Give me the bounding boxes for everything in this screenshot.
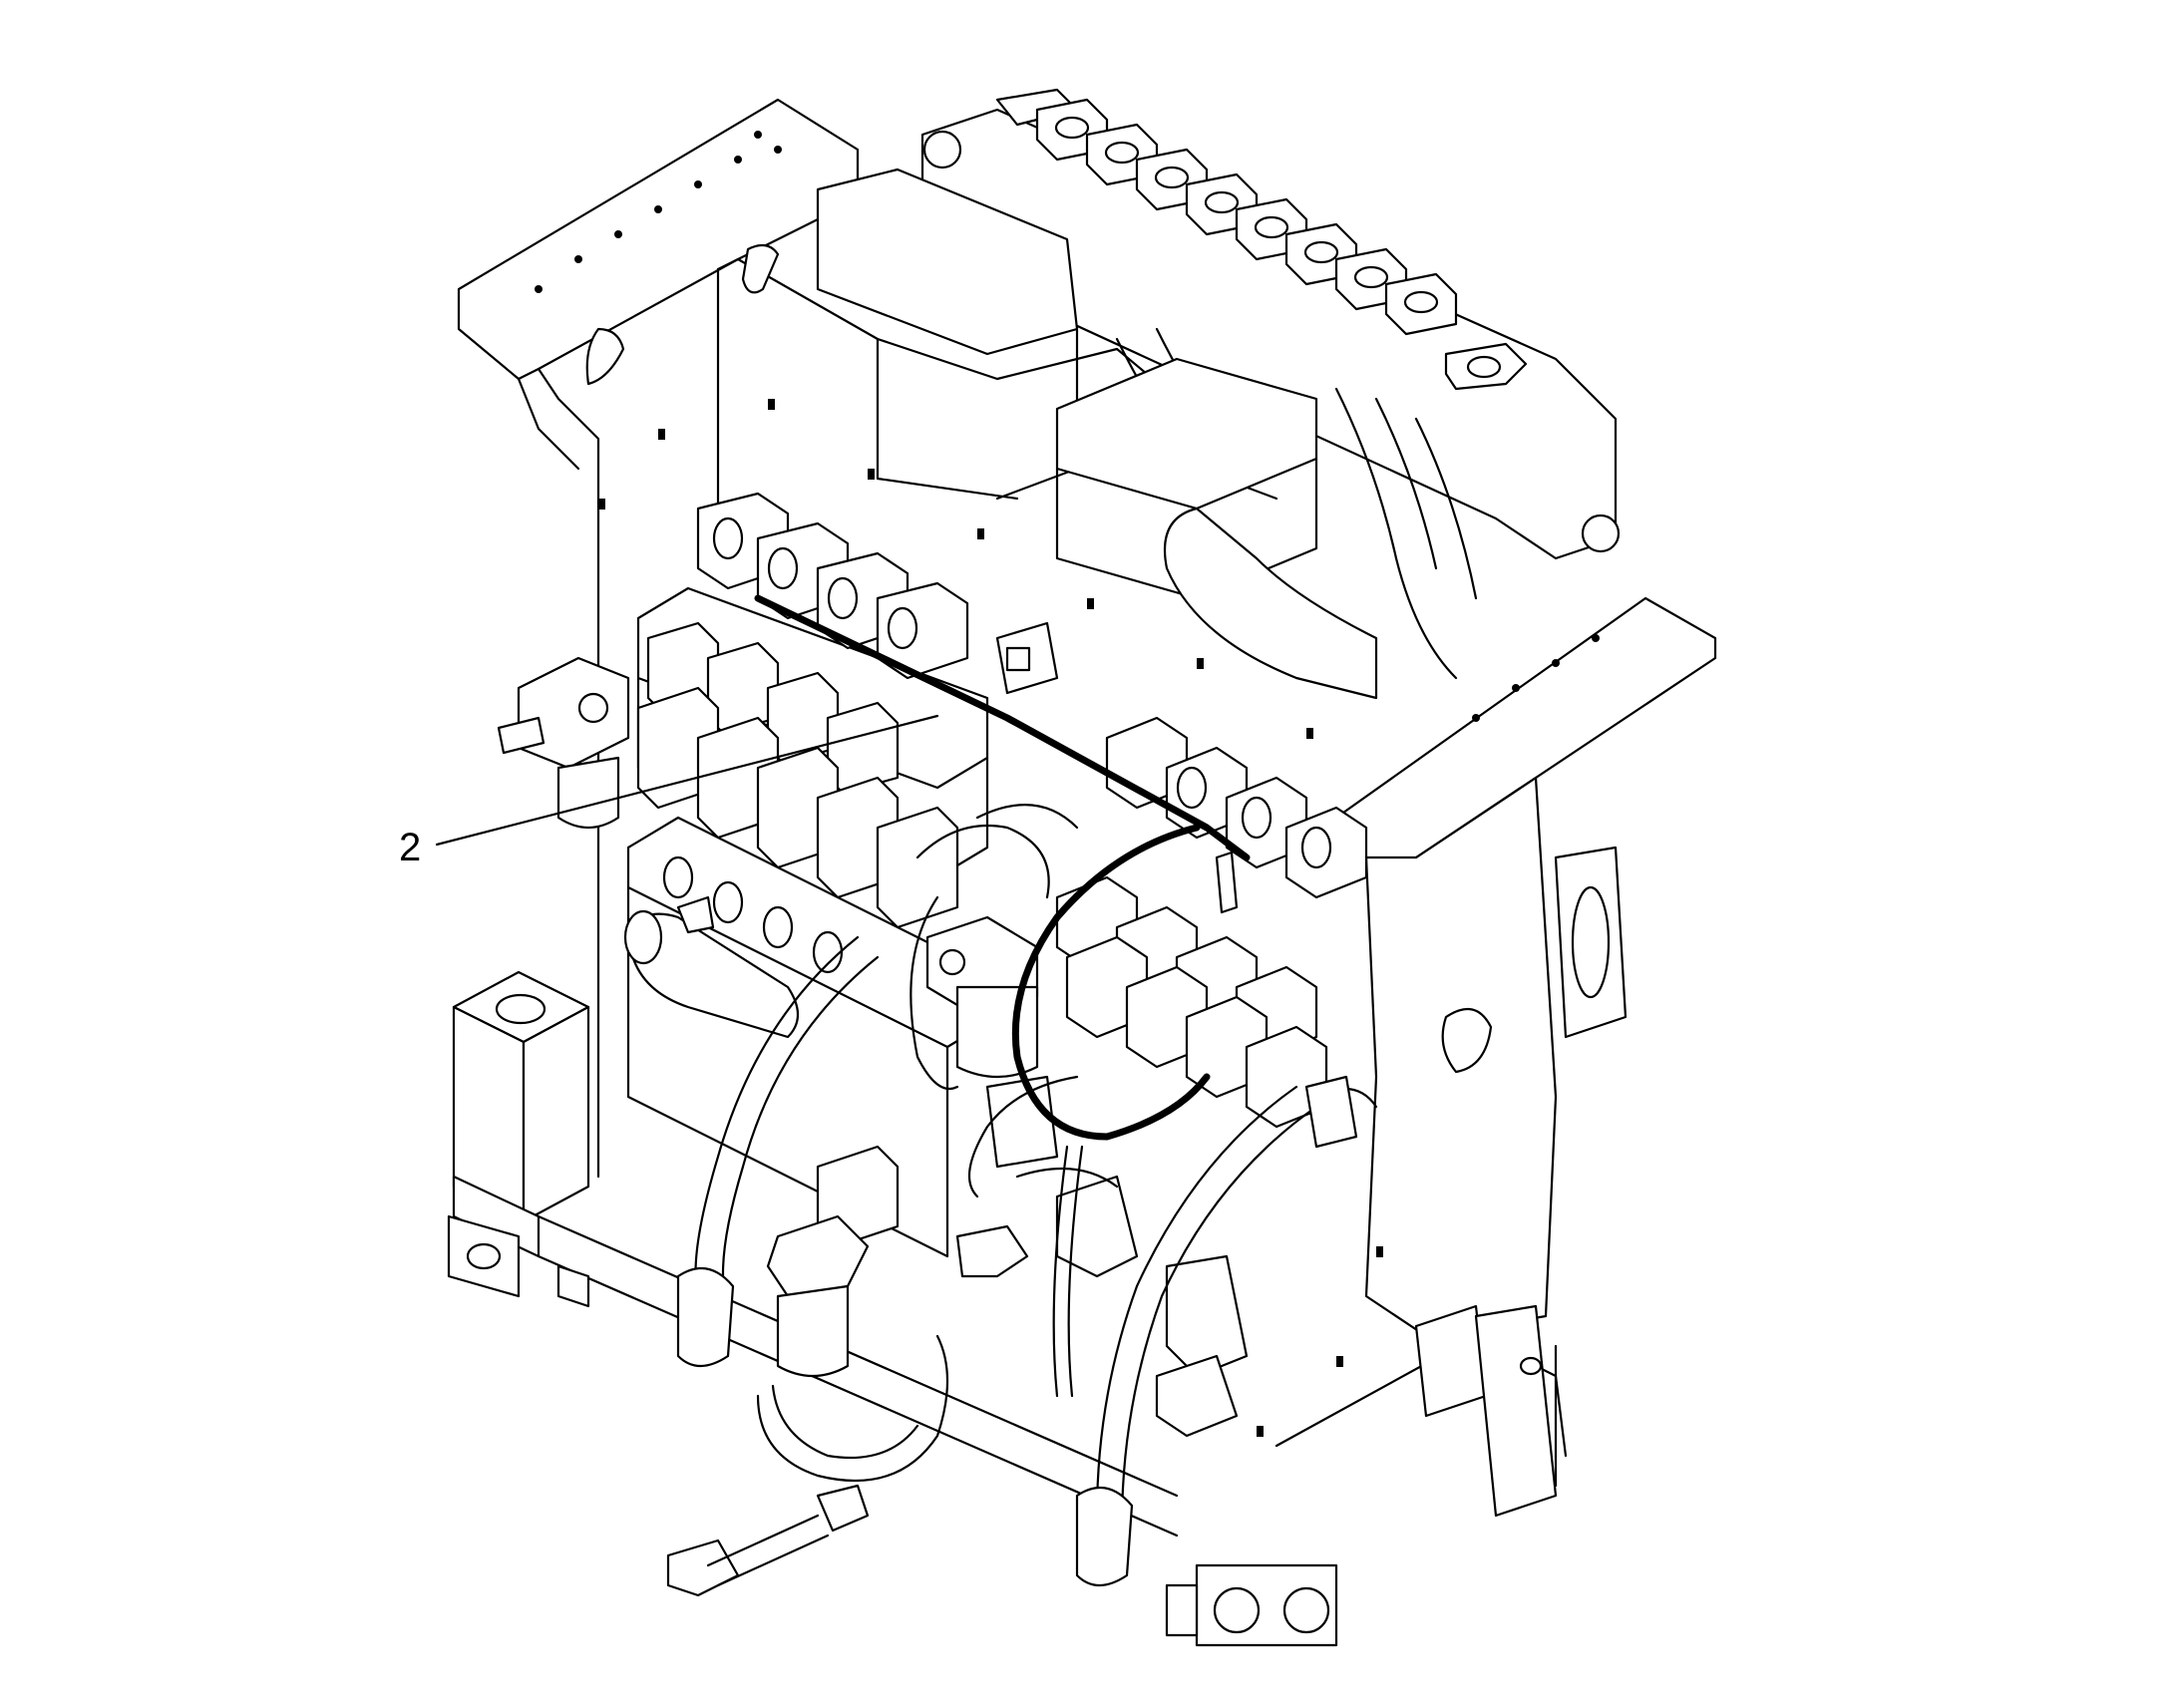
upper-valve-bank bbox=[636, 492, 989, 879]
hoses bbox=[676, 804, 1378, 1587]
left-filter bbox=[497, 656, 630, 829]
left-frame-plate bbox=[457, 98, 860, 1179]
right-base-rail bbox=[1274, 1304, 1568, 1518]
lower-center-components bbox=[766, 1145, 1249, 1438]
right-valve-bank bbox=[1055, 716, 1368, 1129]
left-square-block bbox=[452, 970, 590, 1223]
flange-row bbox=[995, 88, 1528, 391]
callout-2: 2 bbox=[399, 714, 939, 869]
right-side-flange bbox=[1554, 846, 1628, 1039]
lower-left-valve-bank bbox=[636, 686, 959, 929]
callout-2-leader bbox=[435, 714, 939, 847]
bottom-flanges bbox=[666, 1484, 1338, 1647]
callout-2-label: 2 bbox=[399, 826, 421, 869]
right-bracket-plate bbox=[1334, 596, 1717, 1338]
accumulator bbox=[623, 895, 800, 1039]
left-base-rail bbox=[447, 1175, 1179, 1537]
center-top-block bbox=[1055, 357, 1378, 700]
pins bbox=[598, 399, 1383, 1437]
highlighted-wire-harness bbox=[754, 594, 1251, 1141]
